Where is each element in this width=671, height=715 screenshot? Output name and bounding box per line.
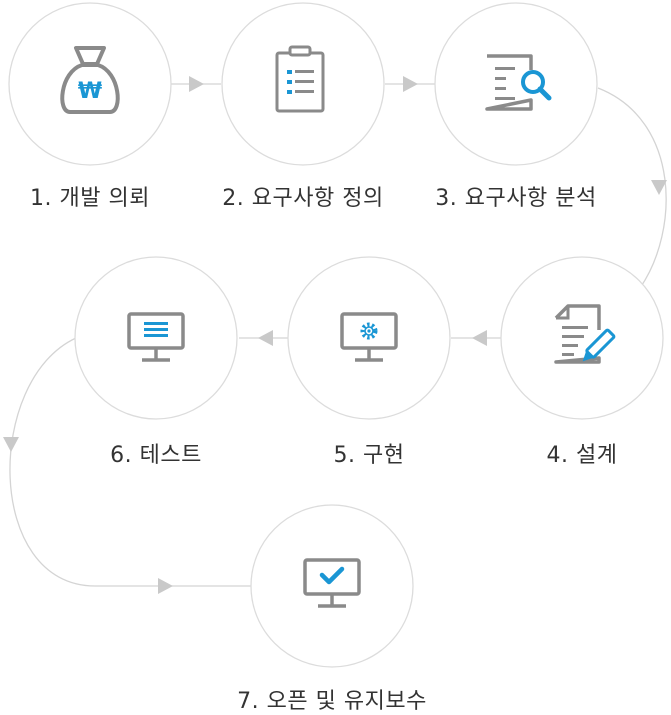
arrow-left-icon	[472, 330, 487, 346]
step-circle-1	[8, 2, 172, 166]
arrow-left-icon	[258, 330, 273, 346]
step-label-3: 3. 요구사항 분석	[435, 186, 597, 211]
monitor-lines-icon	[127, 312, 185, 362]
monitor-gear-icon	[340, 312, 398, 362]
step-label-2: 2. 요구사항 정의	[222, 186, 384, 211]
arrow-right-icon	[158, 578, 173, 594]
svg-text:₩: ₩	[78, 79, 102, 104]
arrow-right-icon	[403, 76, 418, 92]
step-circle-3	[434, 2, 598, 166]
arrow-down-icon	[651, 180, 667, 195]
money-bag-won-icon: ₩	[60, 46, 120, 114]
step-label-5: 5. 구현	[333, 443, 405, 468]
connector-3-4	[597, 87, 667, 289]
monitor-check-icon	[303, 558, 361, 608]
step-circle-2	[221, 2, 385, 166]
step-label-6: 6. 테스트	[110, 443, 202, 468]
step-circle-7	[250, 504, 414, 668]
arrowheads	[3, 76, 667, 594]
step-label-1: 1. 개발 의뢰	[30, 186, 150, 211]
arrow-down-icon	[3, 437, 19, 452]
clipboard-list-icon	[275, 45, 325, 113]
step-circle-6	[74, 256, 238, 420]
step-label-7: 7. 오픈 및 유지보수	[237, 689, 427, 714]
connector-6-7	[9, 337, 252, 587]
arrow-right-icon	[189, 76, 204, 92]
document-search-icon	[485, 54, 552, 111]
step-label-4: 4. 설계	[546, 443, 618, 468]
document-pen-icon	[554, 304, 616, 364]
